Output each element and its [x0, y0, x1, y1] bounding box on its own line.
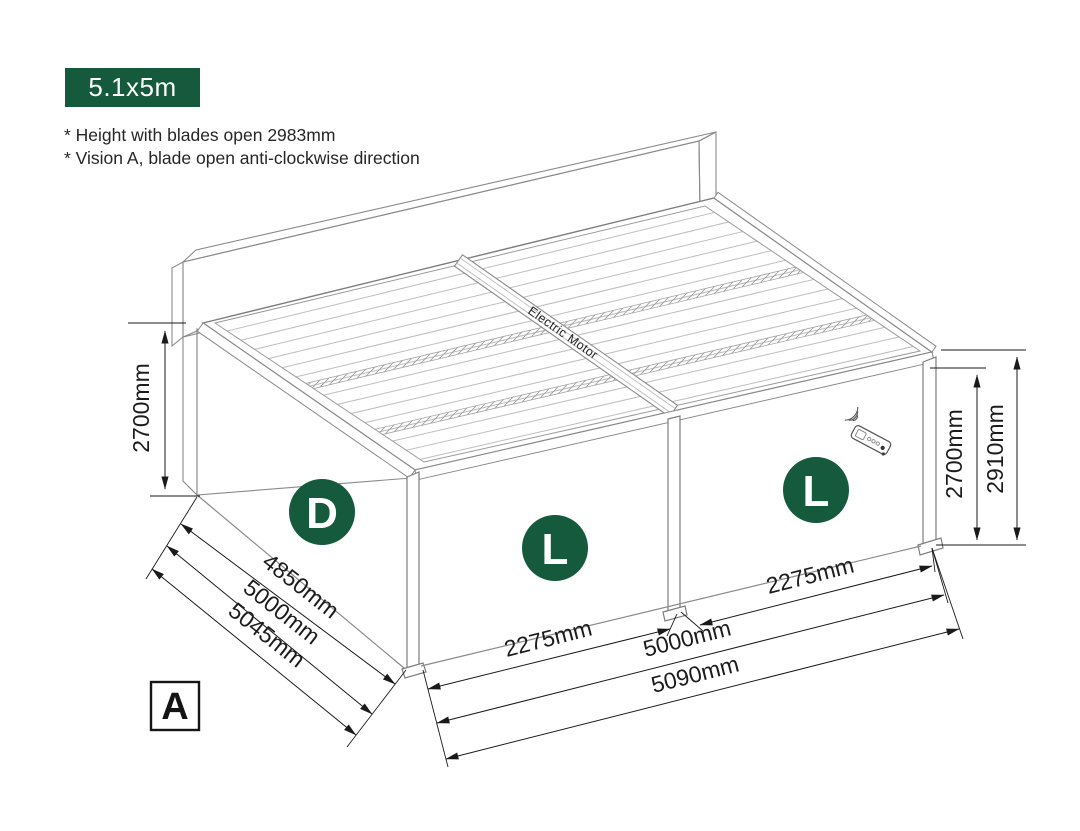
dimension-lines [151, 330, 1021, 760]
dim-label-front-2275: 2275mm [501, 615, 594, 662]
middle-post [667, 415, 681, 614]
view-a-letter: A [161, 686, 188, 728]
motor-beam-line2 [459, 257, 676, 409]
dim-line-front-5090 [445, 628, 960, 760]
front-corner-post [406, 471, 420, 670]
panel-marker-l-middle: L [522, 515, 588, 581]
notes: * Height with blades open 2983mm * Visio… [64, 124, 420, 170]
wall-left-end-face [182, 330, 198, 497]
remote-signal-waves [844, 407, 859, 422]
right-post [922, 356, 937, 546]
note-vision: * Vision A, blade open anti-clockwise di… [64, 148, 420, 168]
panel-markers: D L L [289, 457, 849, 581]
dim-label-right-bay: 2275mm [763, 552, 856, 599]
remote-control-icon [844, 407, 892, 456]
svg-text:L: L [803, 467, 830, 516]
roof-inner-frame [213, 205, 922, 463]
size-badge-label: 5.1x5m [88, 72, 177, 102]
roof: Electric Motor [196, 191, 937, 481]
size-badge: 5.1x5m [65, 68, 200, 107]
view-a-box: A [149, 680, 201, 732]
svg-text:L: L [542, 525, 569, 574]
right-post-foot [917, 537, 944, 556]
dimension-extension-lines [128, 322, 1026, 768]
wall-beam-left-end [171, 261, 184, 348]
posts [401, 356, 944, 679]
dim-label-right-2700: 2700mm [941, 409, 967, 498]
panel-marker-l-right: L [783, 457, 849, 523]
motor-beam-line1 [456, 262, 673, 414]
note-height: * Height with blades open 2983mm [64, 125, 336, 145]
dim-line-right-bay-2275 [699, 565, 933, 626]
panel-marker-d: D [289, 479, 355, 545]
roof-eave-right [713, 191, 937, 353]
front-corner-post-foot [401, 662, 427, 679]
dim-label-wall-height: 2700mm [128, 363, 154, 452]
dim-label-right-2910: 2910mm [982, 404, 1008, 493]
svg-text:D: D [306, 489, 338, 538]
dim-line-side-5045 [151, 568, 357, 736]
